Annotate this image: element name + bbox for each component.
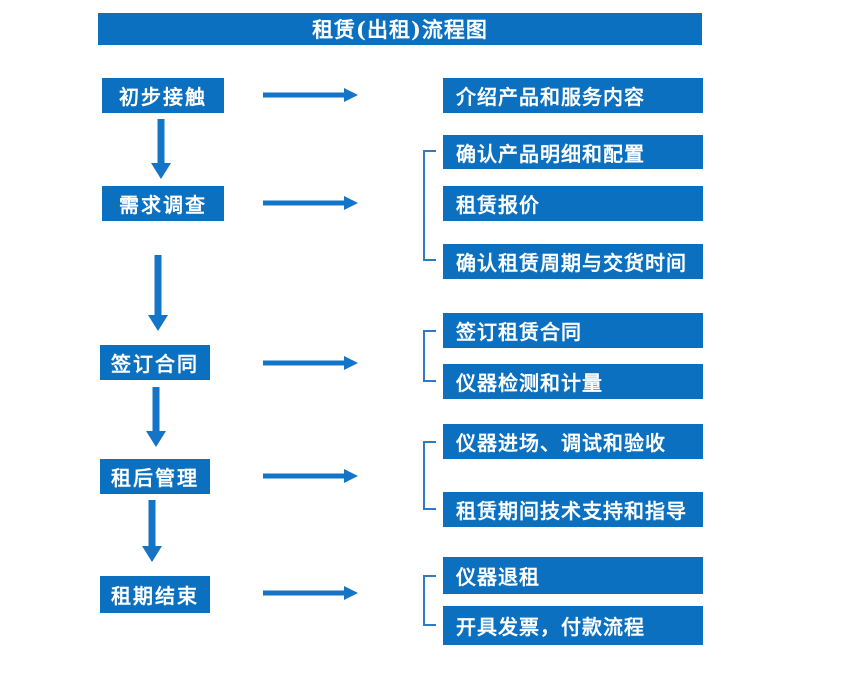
group-bracket bbox=[423, 330, 436, 382]
detail-box-instrument-testing: 仪器检测和计量 bbox=[443, 364, 703, 399]
detail-box-rental-quote: 租赁报价 bbox=[443, 186, 703, 221]
step-box-sign-contract: 签订合同 bbox=[100, 345, 210, 380]
down-arrow-icon bbox=[142, 500, 162, 562]
step-box-initial-contact: 初步接触 bbox=[102, 78, 224, 113]
detail-box-introduce-products-services: 介绍产品和服务内容 bbox=[443, 78, 703, 113]
right-arrow-icon bbox=[263, 88, 358, 102]
page-title: 租赁(出租)流程图 bbox=[312, 17, 488, 42]
step-box-post-rental-management: 租后管理 bbox=[100, 459, 210, 494]
right-arrow-icon bbox=[263, 356, 358, 370]
detail-box-instrument-return: 仪器退租 bbox=[443, 557, 703, 594]
group-bracket bbox=[423, 150, 436, 261]
detail-box-instrument-setup-acceptance: 仪器进场、调试和验收 bbox=[443, 424, 703, 459]
down-arrow-icon bbox=[151, 119, 171, 179]
detail-box-technical-support: 租赁期间技术支持和指导 bbox=[443, 492, 703, 527]
down-arrow-icon bbox=[148, 255, 168, 331]
detail-box-confirm-period-delivery: 确认租赁周期与交货时间 bbox=[443, 244, 703, 279]
group-bracket bbox=[423, 575, 436, 626]
right-arrow-icon bbox=[263, 196, 358, 210]
step-box-demand-survey: 需求调查 bbox=[102, 186, 224, 221]
right-arrow-icon bbox=[263, 469, 358, 483]
detail-box-confirm-product-details: 确认产品明细和配置 bbox=[443, 135, 703, 169]
step-box-rental-end: 租期结束 bbox=[100, 576, 210, 613]
detail-box-invoice-payment: 开具发票，付款流程 bbox=[443, 606, 703, 645]
right-arrow-icon bbox=[263, 586, 358, 600]
flowchart-title-bar: 租赁(出租)流程图 bbox=[98, 13, 702, 45]
down-arrow-icon bbox=[146, 387, 166, 447]
detail-box-sign-rental-contract: 签订租赁合同 bbox=[443, 313, 703, 348]
group-bracket bbox=[423, 441, 436, 510]
